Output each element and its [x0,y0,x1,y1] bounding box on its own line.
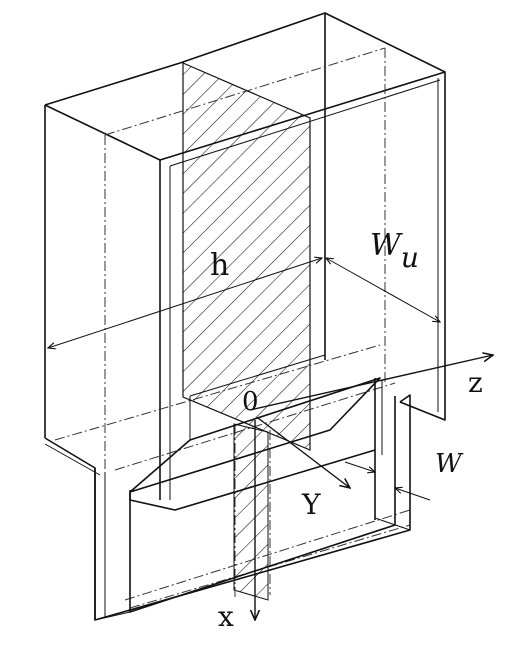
lower-box [94,394,411,621]
axes [250,355,493,620]
lower-box-inner-bottom [94,611,131,621]
axis-y-line [257,417,350,488]
label-wu-sub: u [401,241,419,274]
upper-bottom-left-inner [44,443,101,476]
axis-z-line [249,355,493,411]
upper-box-outline [44,12,446,421]
label-axis-x: x [218,600,234,633]
label-axis-y: Y [301,488,321,521]
lower-box-front [129,396,396,613]
dimension-h [48,258,322,348]
ridge-back-line [189,354,326,397]
label-wu-main: W [370,228,403,263]
upper-top-inner-edge [169,79,441,167]
lower-box-bottom-inner [374,517,411,531]
label-axis-z: z [468,366,483,399]
label-w: W [435,449,464,479]
dimension-w [344,461,431,501]
label-wu: Wu [370,228,419,274]
lower-box-top-right [399,394,411,403]
dimension-wu [326,258,440,322]
label-h: h [210,248,229,283]
upper-bottom-left-edge [44,437,96,620]
hatched-section-lower [233,423,269,601]
ridge-top-edge [129,377,381,493]
label-origin: 0 [242,387,259,417]
